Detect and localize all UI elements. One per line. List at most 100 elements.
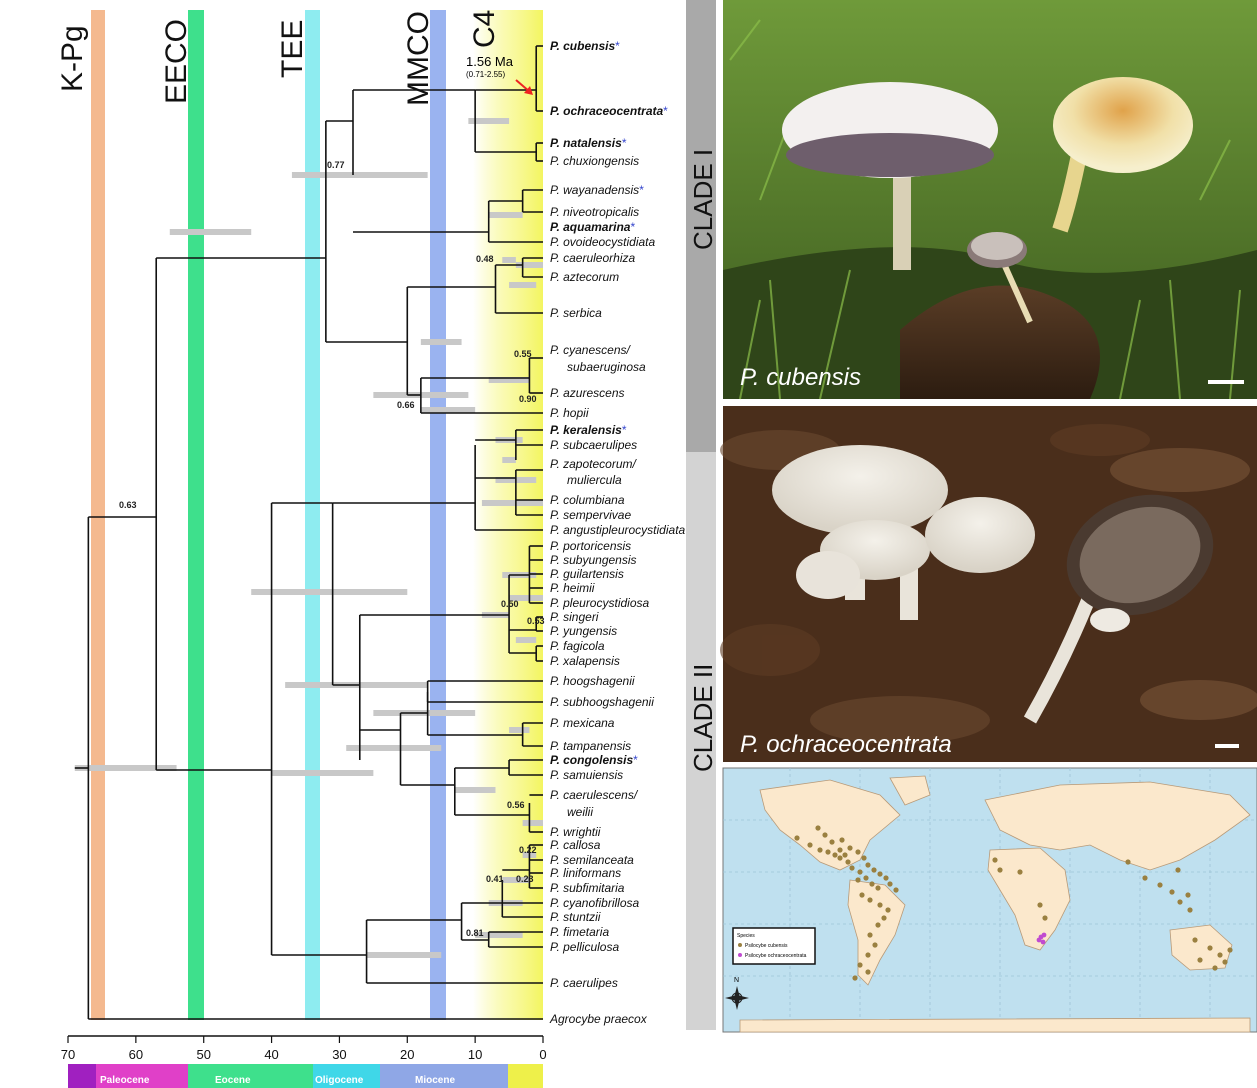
occurrence-cubensis	[817, 847, 822, 852]
occurrence-cubensis	[867, 897, 872, 902]
taxon-label: weilii	[567, 805, 593, 819]
age-interval-bar	[421, 339, 462, 345]
taxon-label: P. cyanescens/	[550, 343, 631, 357]
axis-tick-label: 40	[264, 1047, 278, 1062]
support-value: 0.41	[486, 874, 504, 884]
support-value: 0.23	[516, 874, 534, 884]
taxon-label: P. pelliculosa	[550, 940, 619, 954]
mmco-band	[430, 10, 446, 1020]
occurrence-cubensis	[815, 825, 820, 830]
taxon-label: P. samuiensis	[550, 768, 623, 782]
photo-ochraceocentrata: P. ochraceocentrata	[720, 406, 1257, 762]
support-value: 0.50	[501, 599, 519, 609]
axis-tick-label: 0	[539, 1047, 546, 1062]
occurrence-cubensis	[865, 952, 870, 957]
taxon-label: P. tampanensis	[550, 739, 631, 753]
taxon-label: P. caerulescens/	[550, 788, 639, 802]
taxon-label: P. niveotropicalis	[550, 205, 639, 219]
axis-tick-label: 10	[468, 1047, 482, 1062]
taxon-label: P. portoricensis	[550, 539, 631, 553]
occurrence-cubensis	[875, 885, 880, 890]
taxon-label: P. keralensis*	[550, 423, 627, 437]
taxon-label: P. zapotecorum/	[550, 457, 637, 471]
occurrence-cubensis	[839, 837, 844, 842]
occurrence-cubensis	[1192, 937, 1197, 942]
support-value: 0.56	[507, 800, 525, 810]
event-label-mmco: MMCO	[402, 11, 435, 106]
occurrence-cubensis	[1037, 902, 1042, 907]
taxon-label: P. hopii	[550, 406, 589, 420]
occurrence-cubensis	[842, 852, 847, 857]
occurrence-cubensis	[832, 852, 837, 857]
taxon-label: P. ovoideocystidiata	[550, 235, 656, 249]
taxon-label: P. xalapensis	[550, 654, 620, 668]
occurrence-cubensis	[1217, 952, 1222, 957]
kpg-band	[91, 10, 105, 1020]
taxon-label: P. angustipleurocystidiata	[550, 523, 686, 537]
occurrence-cubensis	[887, 881, 892, 886]
occurrence-cubensis	[1227, 947, 1232, 952]
occurrence-cubensis	[1169, 889, 1174, 894]
age-interval-bar	[421, 407, 475, 413]
taxon-label: P. caeruleorhiza	[550, 251, 635, 265]
axis-tick-label: 70	[61, 1047, 75, 1062]
photo-cubensis-label: P. cubensis	[740, 364, 861, 391]
taxon-label: P. natalensis*	[550, 136, 627, 150]
calibration-range: (0.71-2.55)	[466, 70, 505, 79]
taxon-label: P. ochraceocentrata*	[550, 104, 668, 118]
age-interval-bar	[367, 952, 442, 958]
occurrence-cubensis	[837, 847, 842, 852]
occurrence-cubensis	[885, 907, 890, 912]
support-value: 0.77	[327, 160, 345, 170]
support-value: 0.66	[397, 400, 415, 410]
taxon-label: P. hoogshagenii	[550, 674, 635, 688]
support-value: 0.90	[519, 394, 537, 404]
taxon-label: P. caerulipes	[550, 976, 618, 990]
tee-band	[305, 10, 320, 1020]
occurrence-cubensis	[872, 942, 877, 947]
photo-cubensis: P. cubensis	[723, 0, 1257, 399]
occurrence-cubensis	[859, 892, 864, 897]
occurrence-cubensis	[871, 867, 876, 872]
taxon-label: P. subhoogshagenii	[550, 695, 654, 709]
event-label-c4: C4	[468, 10, 501, 48]
occurrence-cubensis	[1222, 959, 1227, 964]
taxon-label: P. mexicana	[550, 716, 615, 730]
occurrence-ochraceocentrata	[1037, 938, 1042, 943]
axis-tick-label: 50	[196, 1047, 210, 1062]
taxon-label: P. cubensis*	[550, 39, 620, 53]
calibration-age: 1.56 Ma	[466, 54, 514, 69]
occurrence-cubensis	[997, 867, 1002, 872]
age-interval-bar	[523, 820, 543, 826]
occurrence-cubensis	[992, 857, 997, 862]
map-legend-dot-ochraceocentrata	[738, 953, 742, 957]
age-interval-bar	[516, 637, 536, 643]
occurrence-cubensis	[883, 875, 888, 880]
age-interval-bar	[251, 589, 407, 595]
taxon-label: P. wayanadensis*	[550, 183, 644, 197]
axis-tick-label: 30	[332, 1047, 346, 1062]
taxon-label: P. stuntzii	[550, 910, 601, 924]
occurrence-cubensis	[857, 869, 862, 874]
taxon-label: P. subcaerulipes	[550, 438, 637, 452]
occurrence-cubensis	[847, 845, 852, 850]
occurrence-cubensis	[852, 975, 857, 980]
occurrence-cubensis	[855, 877, 860, 882]
taxon-label: P. sempervivae	[550, 508, 631, 522]
event-labels: K-Pg EECO TEE MMCO C4	[56, 10, 501, 106]
occurrence-cubensis	[1177, 899, 1182, 904]
support-value: 0.22	[519, 845, 537, 855]
occurrence-cubensis	[807, 842, 812, 847]
taxon-label: P. wrightii	[550, 825, 601, 839]
taxon-label: P. singeri	[550, 610, 599, 624]
epoch-bar: Paleocene Eocene Oligocene Miocene	[68, 1064, 543, 1088]
occurrence-cubensis	[857, 962, 862, 967]
epoch-cretaceous	[68, 1064, 96, 1088]
age-interval-bar	[272, 770, 374, 776]
epoch-recent	[508, 1064, 543, 1088]
event-label-tee: TEE	[276, 20, 309, 78]
taxon-label: P. aquamarina*	[550, 220, 635, 234]
epoch-label-paleocene: Paleocene	[100, 1075, 150, 1086]
taxon-label: P. callosa	[550, 838, 601, 852]
